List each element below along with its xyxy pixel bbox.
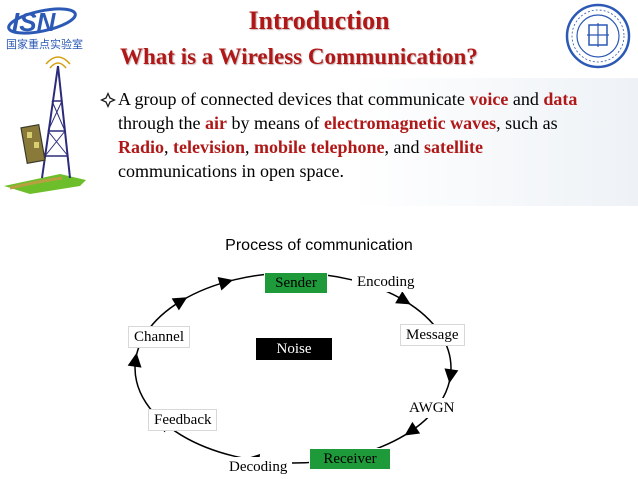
cycle-arrowhead-icon (127, 352, 142, 368)
isn-logo: ISN 国家重点实验室 (6, 7, 83, 51)
highlight-term: air (205, 113, 227, 133)
highlight-term: mobile telephone (254, 137, 385, 157)
decoding-label: Decoding (224, 457, 293, 477)
body-text-segment: , (164, 137, 174, 157)
diagram-title: Process of communication (225, 237, 413, 254)
highlight-term: voice (469, 89, 509, 109)
sender-box: Sender (264, 272, 328, 294)
radio-tower-icon (4, 56, 86, 194)
body-text-segment: , (245, 137, 255, 157)
feedback-label: Feedback (148, 409, 218, 431)
highlight-term: satellite (424, 137, 483, 157)
highlight-term: Radio (118, 137, 165, 157)
cycle-arrowhead-icon (395, 291, 411, 305)
highlight-term: television (173, 137, 246, 157)
channel-label: Channel (128, 326, 190, 348)
message-label: Message (400, 324, 465, 346)
body-text-segment: , such as (496, 113, 558, 133)
cycle-arrowhead-icon (217, 277, 233, 291)
highlight-term: data (543, 89, 578, 109)
cycle-arrowhead-icon (444, 368, 459, 384)
slide-subtitle: What is a Wireless Communication? (120, 44, 478, 69)
slide-title: Introduction (248, 6, 390, 35)
cycle-arrowhead-icon (404, 421, 421, 436)
receiver-box: Receiver (309, 448, 391, 470)
awgn-label: AWGN (404, 398, 460, 418)
logo-text: ISN (12, 7, 57, 37)
body-text-segment: , and (384, 137, 425, 157)
diamond-bullet-icon (100, 92, 116, 108)
highlight-term: electromagnetic waves (323, 113, 497, 133)
body-text-segment: communications in open space. (118, 161, 344, 181)
definition-paragraph: A group of connected devices that commun… (118, 87, 602, 183)
body-text-segment: through the (118, 113, 205, 133)
logo-caption: 国家重点实验室 (6, 37, 83, 51)
cycle-arrowhead-icon (171, 297, 188, 311)
noise-box: Noise (256, 338, 332, 360)
body-text-segment: A group of connected devices that commun… (118, 89, 470, 109)
university-seal (565, 3, 631, 69)
encoding-label: Encoding (352, 272, 420, 292)
body-text-segment: by means of (227, 113, 324, 133)
body-text-segment: and (508, 89, 544, 109)
